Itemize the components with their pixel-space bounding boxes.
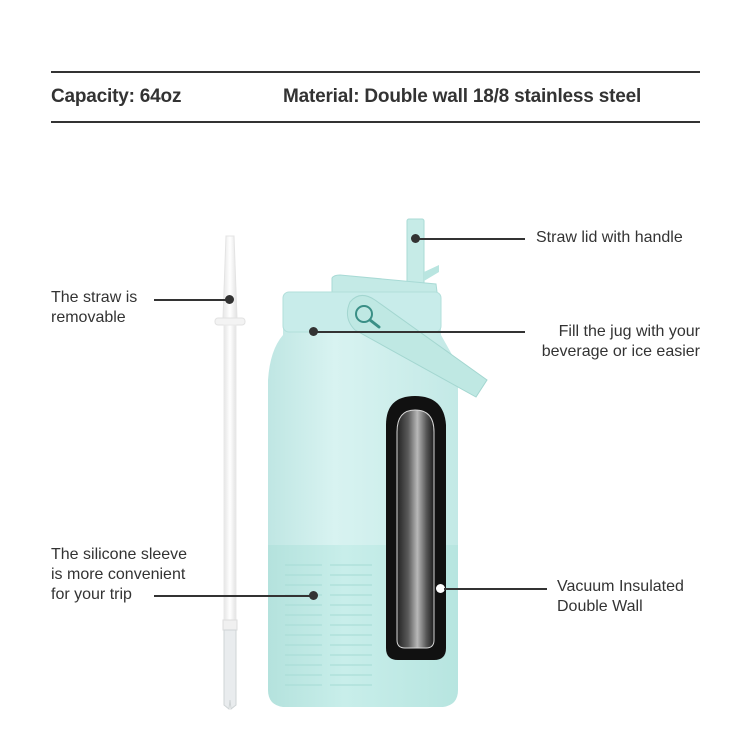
- sleeve-leader: [154, 595, 310, 597]
- fill-leader: [314, 331, 525, 333]
- handle-hinge-icon: [355, 305, 373, 323]
- vacuum-label: Vacuum Insulated Double Wall: [557, 577, 684, 617]
- fill-label-line1: Fill the jug with your: [558, 323, 700, 340]
- fill-label: Fill the jug with your beverage or ice e…: [542, 322, 700, 362]
- bottom-divider: [51, 121, 700, 123]
- sleeve-label-line1: The silicone sleeve: [51, 546, 188, 563]
- sleeve-label-line2: is more convenient: [51, 566, 186, 583]
- sleeve-label: The silicone sleeve is more convenient f…: [51, 545, 187, 605]
- carry-handle: [346, 295, 488, 398]
- capacity-spec: Capacity: 64oz: [51, 86, 182, 107]
- fill-label-line2: beverage or ice easier: [541, 343, 700, 360]
- straw-lid: [331, 218, 439, 301]
- vacuum-label-line1: Vacuum Insulated: [557, 578, 684, 595]
- straw-leader: [154, 299, 226, 301]
- removable-straw: [214, 235, 246, 710]
- straw-lid-leader: [416, 238, 525, 240]
- vacuum-marker: [436, 584, 445, 593]
- straw-label-line1: The straw is: [51, 289, 138, 306]
- straw-lid-label: Straw lid with handle: [536, 229, 683, 246]
- top-divider: [51, 71, 700, 73]
- vacuum-leader: [444, 588, 547, 590]
- straw-label-line2: removable: [51, 309, 126, 326]
- material-spec: Material: Double wall 18/8 stainless ste…: [283, 86, 642, 107]
- vacuum-label-line2: Double Wall: [557, 598, 643, 615]
- straw-lid-marker: [411, 234, 420, 243]
- double-wall-cutaway: [386, 396, 446, 660]
- straw-label: The straw is removable: [51, 288, 137, 328]
- fill-marker: [309, 327, 318, 336]
- sleeve-label-line3: for your trip: [51, 586, 132, 603]
- sleeve-marker: [309, 591, 318, 600]
- straw-marker: [225, 295, 234, 304]
